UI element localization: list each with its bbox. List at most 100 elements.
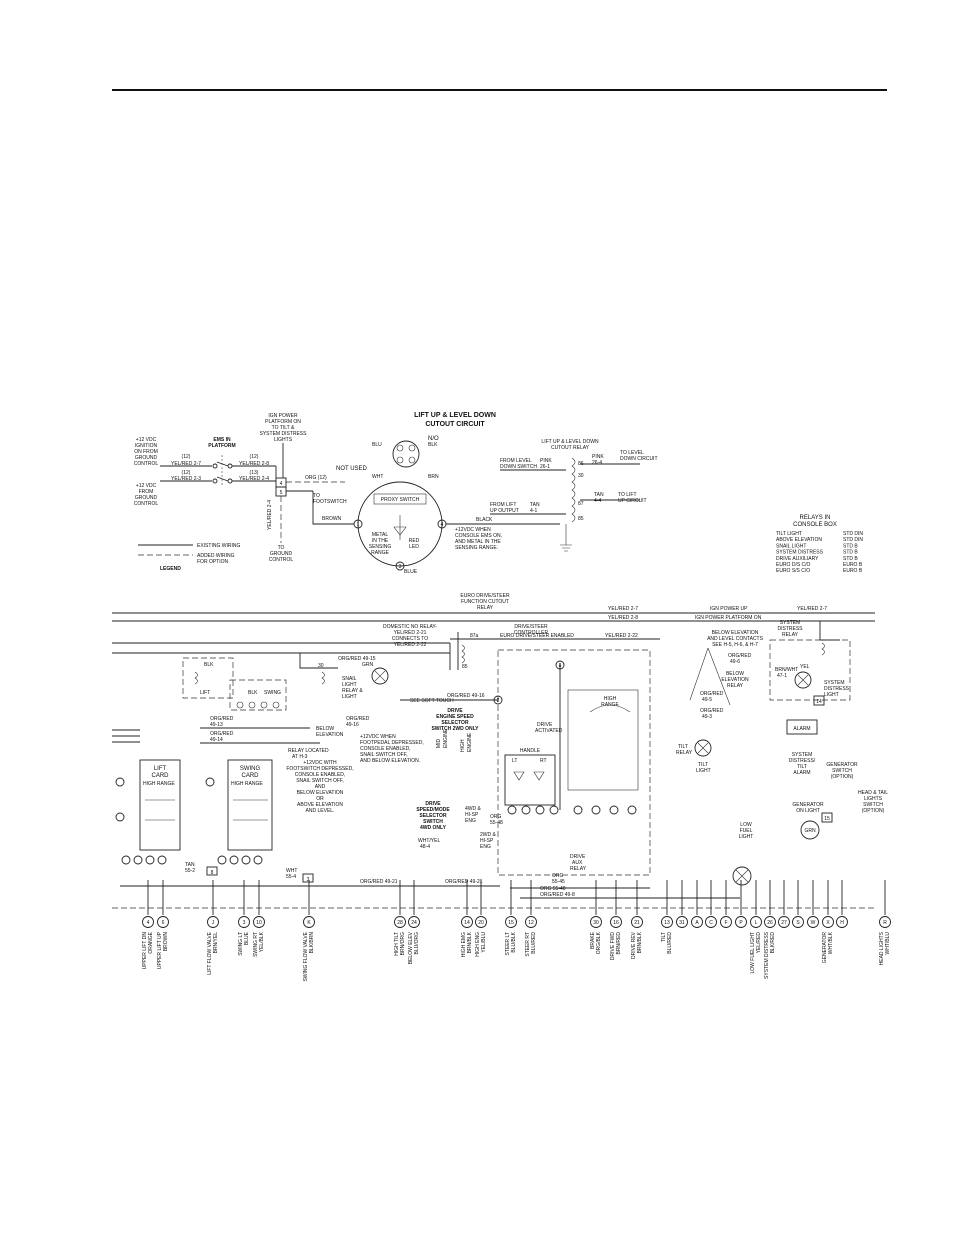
svg-text:2WD &: 2WD &	[480, 832, 497, 838]
svg-text:GROUND: GROUND	[135, 455, 158, 461]
svg-text:YEL: YEL	[800, 664, 810, 670]
svg-text:SYSTEM: SYSTEM	[824, 680, 845, 686]
svg-text:HANDLE: HANDLE	[520, 748, 541, 754]
svg-text:YEL/RED 2-4: YEL/RED 2-4	[239, 476, 269, 482]
svg-text:LIGHTS: LIGHTS	[274, 437, 293, 443]
joystick-handle: HANDLE LT RT	[504, 748, 559, 815]
relay-type: EURO B	[843, 562, 863, 568]
pin-id: L	[755, 920, 758, 926]
svg-text:26-4: 26-4	[592, 460, 602, 466]
connector-pin	[792, 916, 804, 928]
svg-text:BLACK: BLACK	[476, 517, 493, 523]
svg-text:RT: RT	[540, 758, 547, 764]
svg-text:TO: TO	[278, 545, 285, 551]
svg-text:UP CIRCUIT: UP CIRCUIT	[618, 498, 647, 504]
main-schematic: EURO DRIVE/STEER FUNCTION CUTOUT RELAY Y…	[112, 593, 888, 909]
pin-id: R	[883, 920, 887, 926]
svg-text:ORG/RED 49-15: ORG/RED 49-15	[338, 656, 376, 662]
svg-text:IGNITION: IGNITION	[135, 443, 158, 449]
svg-text:SWITCH: SWITCH	[863, 802, 883, 808]
svg-text:YEL/RED 2-22: YEL/RED 2-22	[605, 633, 638, 639]
connector-pin	[764, 916, 776, 928]
svg-text:TO LIFT: TO LIFT	[618, 492, 637, 498]
relay-name: SNAIL LIGHT	[776, 543, 806, 549]
pin-id: A	[695, 920, 699, 926]
pin-label: SWING FLOW VALVE	[303, 931, 309, 981]
svg-text:BLK: BLK	[204, 662, 214, 668]
connector-pin	[661, 916, 673, 928]
svg-text:(OPTION): (OPTION)	[862, 808, 885, 814]
svg-text:55-4: 55-4	[286, 874, 296, 880]
svg-text:LIFT: LIFT	[154, 766, 167, 772]
relay-type: STD DIN	[843, 537, 863, 543]
svg-text:RELAY: RELAY	[676, 750, 693, 756]
svg-text:OR: OR	[316, 796, 324, 802]
svg-text:BELOW: BELOW	[316, 726, 334, 732]
svg-text:EURO DRIVE/STEER ENABLED: EURO DRIVE/STEER ENABLED	[500, 633, 574, 639]
svg-text:CONSOLE EMS ON,: CONSOLE EMS ON,	[455, 533, 502, 539]
svg-text:AND: AND	[315, 784, 326, 790]
connector-pin	[610, 916, 622, 928]
svg-text:ON LIGHT: ON LIGHT	[796, 808, 820, 814]
svg-text:FOOTPEDAL DEPRESSED,: FOOTPEDAL DEPRESSED,	[360, 740, 424, 746]
svg-text:(13): (13)	[250, 470, 259, 476]
svg-text:+12VDC WITH: +12VDC WITH	[303, 760, 337, 766]
connector-pin	[836, 916, 848, 928]
svg-text:YEL/RED 2-22: YEL/RED 2-22	[394, 642, 427, 648]
svg-text:YEL/RED 2-7: YEL/RED 2-7	[171, 461, 201, 467]
svg-text:RELAY: RELAY	[477, 605, 494, 611]
pin-id: X	[826, 920, 830, 926]
svg-text:CONTROL: CONTROL	[134, 461, 159, 467]
svg-text:15: 15	[824, 816, 830, 822]
svg-text:SWITCH: SWITCH	[832, 768, 852, 774]
pin-label: BLU/RED	[531, 932, 537, 954]
svg-text:FOR OPTION: FOR OPTION	[197, 559, 229, 565]
svg-text:49-16: 49-16	[346, 722, 359, 728]
legend: EXISTING WIRING ADDED WIRING FOR OPTION …	[138, 543, 240, 572]
svg-text:FROM: FROM	[139, 489, 154, 495]
svg-text:LIGHT: LIGHT	[824, 692, 839, 698]
pin-label: GENERATOR	[822, 932, 828, 964]
svg-text:SNAIL: SNAIL	[342, 676, 357, 682]
pin-id: 20	[478, 920, 484, 926]
svg-text:2: 2	[497, 698, 500, 704]
connector-pin	[735, 916, 747, 928]
svg-text:PLATFORM: PLATFORM	[208, 443, 235, 449]
svg-text:CONTROLLER: CONTROLLER	[514, 630, 549, 636]
svg-text:SNAIL SWITCH OFF,: SNAIL SWITCH OFF,	[360, 752, 408, 758]
svg-text:8: 8	[211, 870, 214, 876]
svg-text:TAN: TAN	[185, 862, 195, 868]
svg-text:YEL/RED 2-4: YEL/RED 2-4	[267, 500, 273, 530]
svg-text:49-3: 49-3	[702, 714, 712, 720]
svg-text:LIFT: LIFT	[200, 690, 210, 696]
pin-label: BLUE	[244, 931, 250, 945]
pin-id: P	[739, 920, 743, 926]
svg-text:4WD &: 4WD &	[465, 806, 482, 812]
svg-text:ORG/RED: ORG/RED	[210, 716, 234, 722]
svg-text:SYSTEM: SYSTEM	[792, 752, 813, 758]
svg-text:CARD: CARD	[241, 773, 259, 779]
lift-card: LIFT CARD HIGH RANGE	[115, 759, 181, 865]
svg-text:UP OUTPUT: UP OUTPUT	[490, 508, 519, 514]
svg-text:LEGEND: LEGEND	[160, 566, 181, 572]
svg-text:HI-SP: HI-SP	[480, 838, 494, 844]
pin-label: UPPER LIFT DN	[142, 932, 148, 970]
svg-text:EMS IN: EMS IN	[213, 437, 231, 443]
svg-text:PLATFORM ON: PLATFORM ON	[265, 419, 301, 425]
svg-text:YEL/RED 2-21: YEL/RED 2-21	[394, 630, 427, 636]
svg-text:ORG/RED: ORG/RED	[700, 708, 724, 714]
svg-text:RELAY: RELAY	[727, 683, 744, 689]
svg-text:N/O: N/O	[428, 436, 439, 442]
ignition-note: +12 VDC IGNITION ON FROM GROUND CONTROL	[134, 437, 159, 467]
connector-pin	[142, 916, 154, 928]
pin-id: 6	[162, 920, 165, 926]
svg-text:LIGHT: LIGHT	[342, 682, 357, 688]
relay-type: STD B	[843, 543, 858, 549]
svg-text:HIGH RANGE: HIGH RANGE	[231, 781, 263, 787]
relays-title-2: CONSOLE BOX	[793, 522, 837, 528]
svg-text:ENGINE: ENGINE	[467, 732, 473, 752]
svg-text:HIGH: HIGH	[604, 696, 617, 702]
svg-text:IN THE: IN THE	[372, 538, 389, 544]
svg-text:DRIVE: DRIVE	[570, 854, 586, 860]
